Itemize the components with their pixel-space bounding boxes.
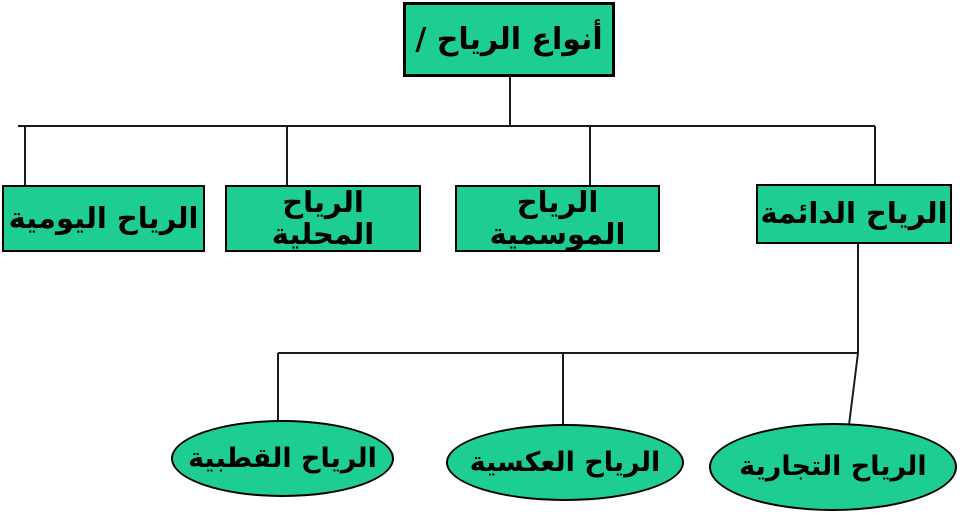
node-reverse-winds-label: الرياح العكسية bbox=[469, 446, 661, 478]
node-seasonal-winds-label: الرياح الموسمية bbox=[489, 184, 626, 251]
node-daily-winds: الرياح اليومية bbox=[2, 185, 205, 252]
node-local-winds-label: الرياح المحلية bbox=[271, 184, 375, 251]
drop-to-trade-winds bbox=[847, 352, 859, 434]
node-trade-winds: الرياح التجارية bbox=[709, 423, 957, 511]
node-permanent-winds: الرياح الدائمة bbox=[756, 184, 952, 244]
node-daily-winds-label: الرياح اليومية bbox=[8, 200, 199, 235]
node-local-winds: الرياح المحلية bbox=[225, 185, 421, 252]
node-seasonal-winds: الرياح الموسمية bbox=[455, 185, 660, 252]
node-trade-winds-label: الرياح التجارية bbox=[739, 451, 927, 483]
node-wind-types-root: أنواع الرياح / bbox=[403, 2, 615, 77]
node-polar-winds-label: الرياح القطبية bbox=[188, 442, 377, 474]
node-wind-types-root-label: أنواع الرياح / bbox=[415, 22, 603, 57]
node-permanent-winds-label: الرياح الدائمة bbox=[760, 196, 948, 231]
node-polar-winds: الرياح القطبية bbox=[171, 420, 394, 497]
node-reverse-winds: الرياح العكسية bbox=[446, 424, 684, 501]
